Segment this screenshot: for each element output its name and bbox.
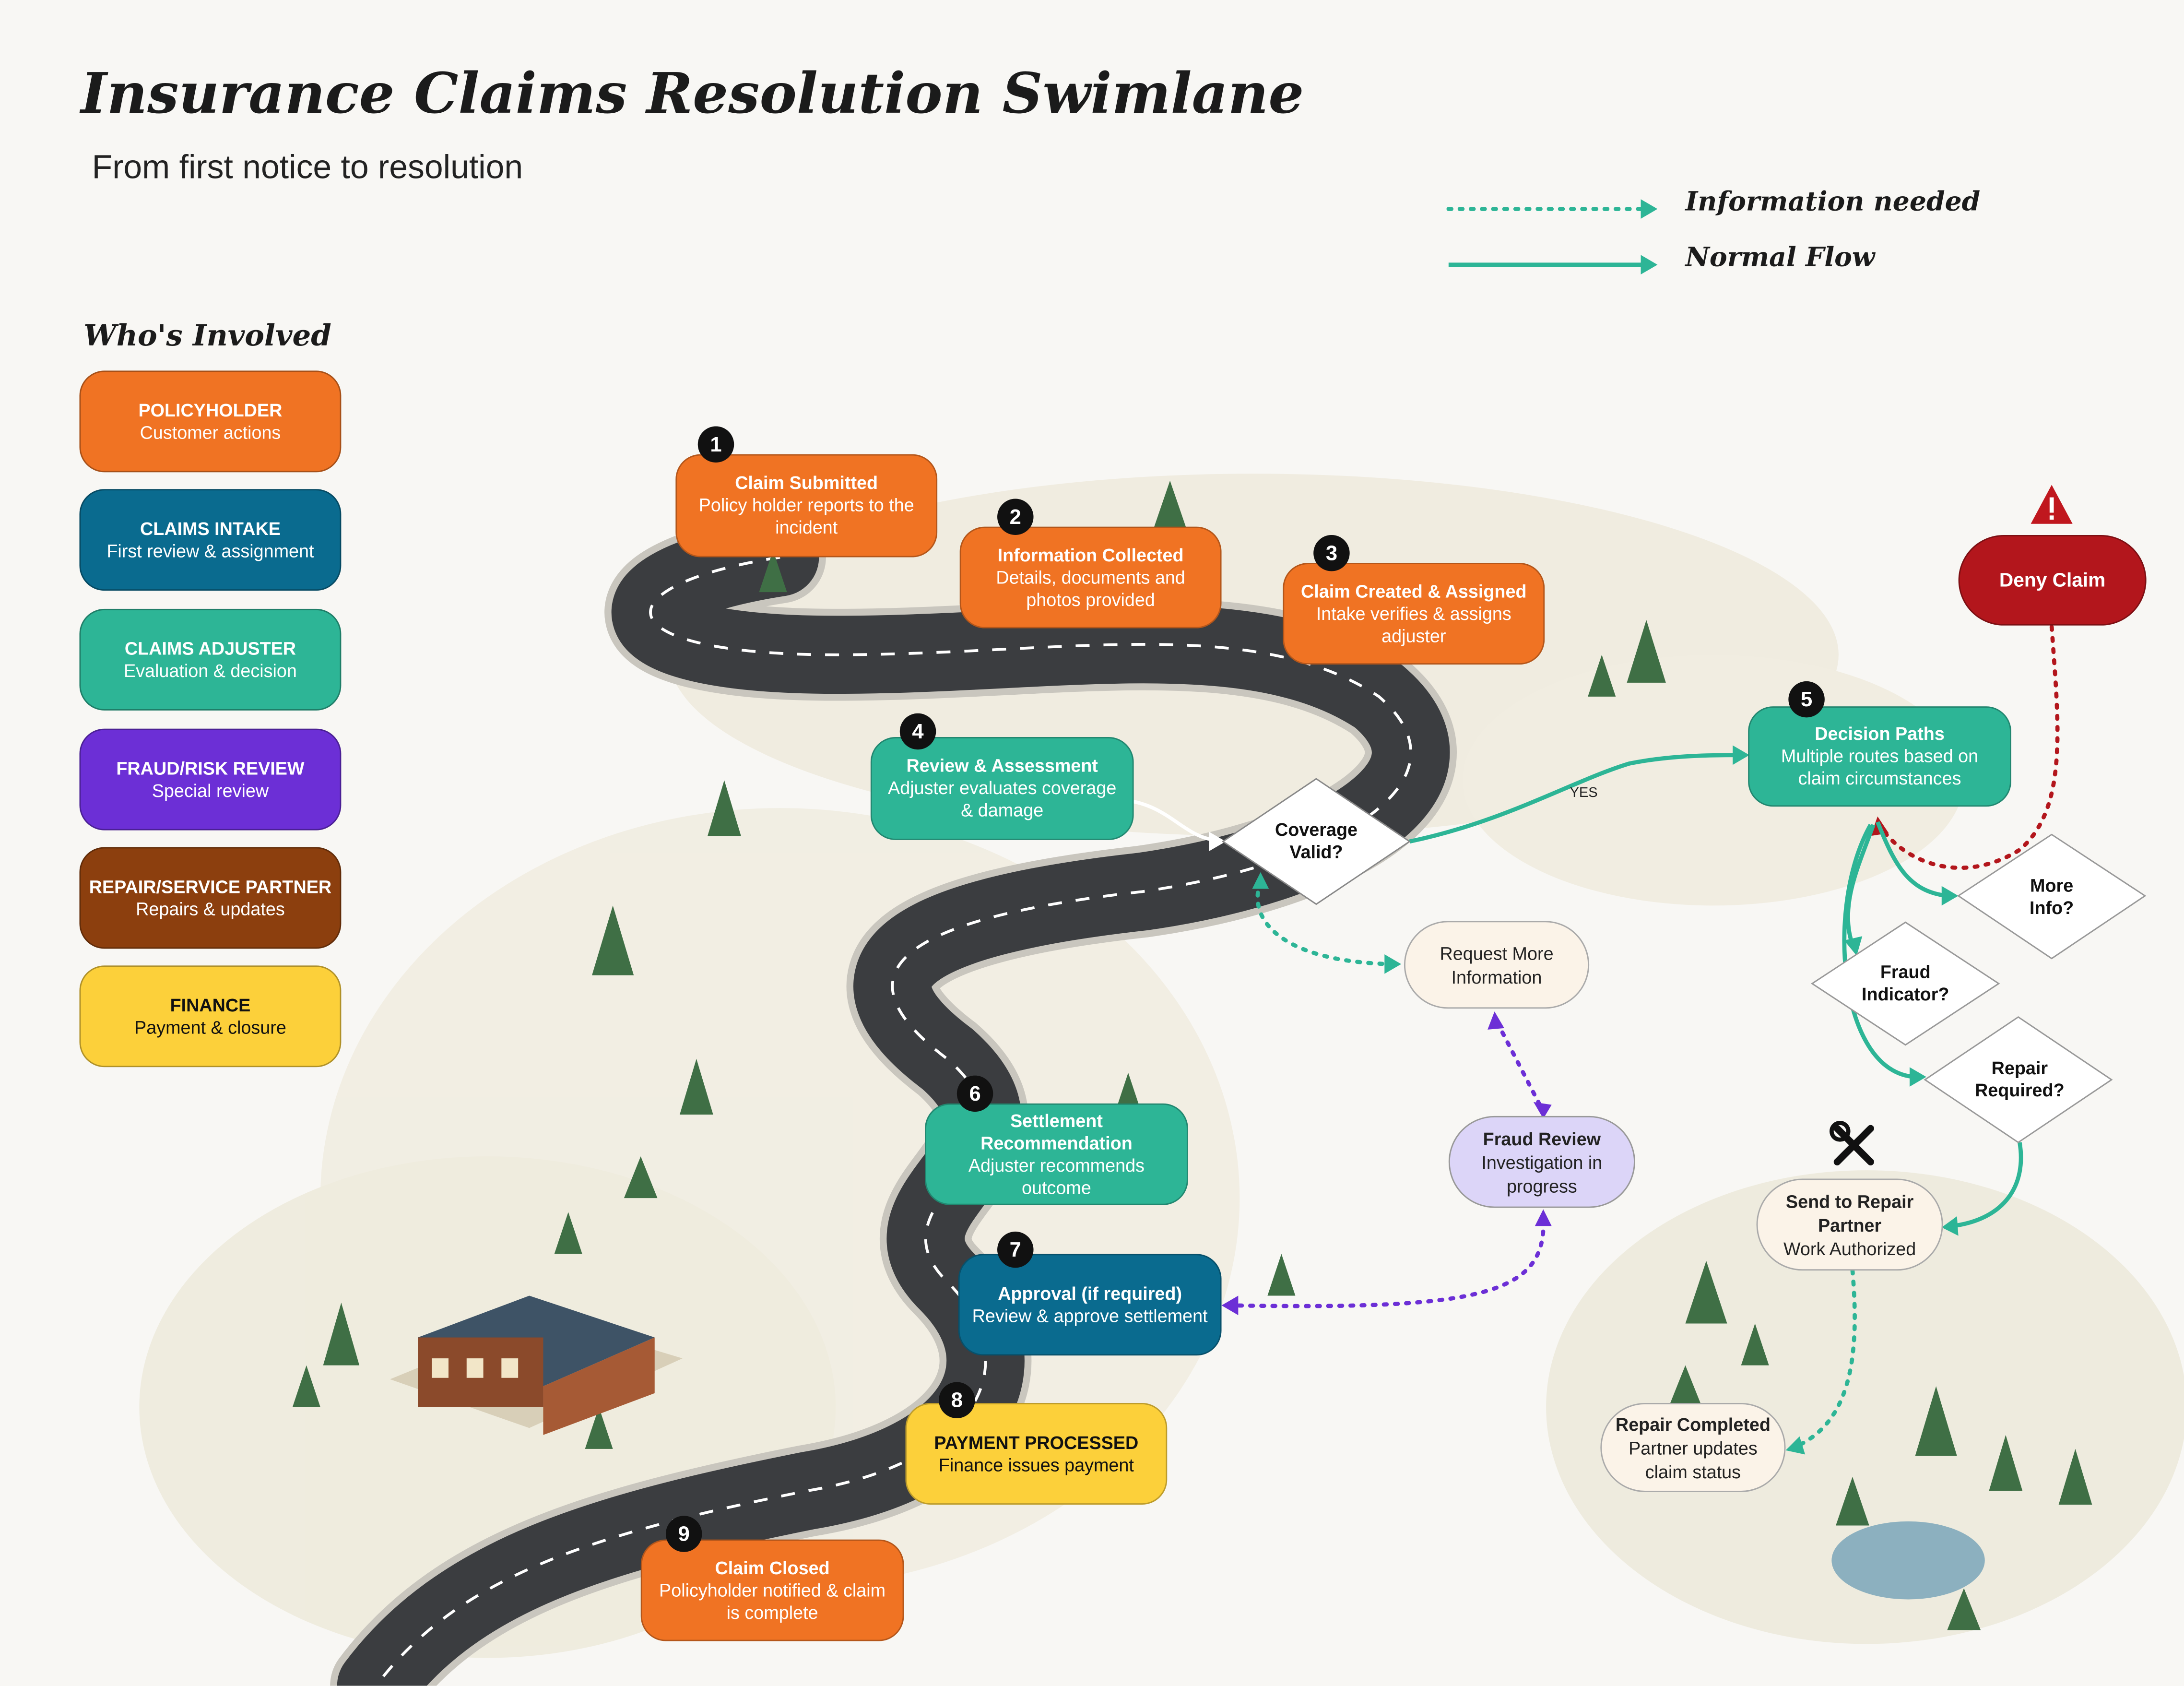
step-number-4: 4	[899, 713, 936, 750]
legend-info-needed: Information needed	[1685, 187, 1981, 217]
decision-more-info-shape	[1957, 833, 2147, 960]
step-approval: Approval (if required)Review & approve s…	[958, 1254, 1222, 1356]
wrench-screwdriver-icon	[1830, 1121, 1874, 1165]
repair-completed-node: Repair Completed Partner updates claim s…	[1600, 1403, 1786, 1492]
page-title: Insurance Claims Resolution Swimlane	[81, 61, 1304, 127]
house-illustration	[390, 1295, 683, 1435]
step-number-7: 7	[997, 1231, 1034, 1268]
who-heading: Who's Involved	[83, 318, 331, 353]
decision-more-info: More Info?	[2030, 875, 2074, 918]
fraud-review-node: Fraud Review Investigation in progress	[1448, 1116, 1635, 1208]
decision-fraud-shape	[1811, 921, 2000, 1046]
step-number-1: 1	[697, 426, 734, 463]
decision-coverage-shape	[1221, 778, 1411, 905]
send-to-repair-node: Send to Repair Partner Work Authorized	[1756, 1178, 1943, 1271]
yes-label: YES	[1570, 785, 1598, 801]
step-number-5: 5	[1788, 681, 1825, 718]
step-number-8: 8	[939, 1382, 975, 1418]
legend-normal-flow: Normal Flow	[1685, 242, 1875, 273]
decision-repair-shape	[1924, 1016, 2113, 1143]
step-number-3: 3	[1313, 535, 1350, 571]
deny-claim-node: Deny Claim	[1958, 535, 2147, 626]
page-subtitle: From first notice to resolution	[92, 149, 523, 187]
step-number-2: 2	[997, 499, 1034, 535]
request-more-info-node: Request More Information	[1404, 921, 1590, 1009]
warning-triangle-icon	[2031, 485, 2073, 524]
decision-repair-required: Repair Required?	[1974, 1057, 2065, 1101]
step-number-6: 6	[956, 1075, 993, 1112]
decision-coverage-valid: Coverage Valid?	[1275, 819, 1358, 863]
step-number-9: 9	[665, 1516, 702, 1552]
decision-fraud-indicator: Fraud Indicator?	[1862, 961, 1949, 1005]
flow-legend	[1446, 199, 1658, 275]
